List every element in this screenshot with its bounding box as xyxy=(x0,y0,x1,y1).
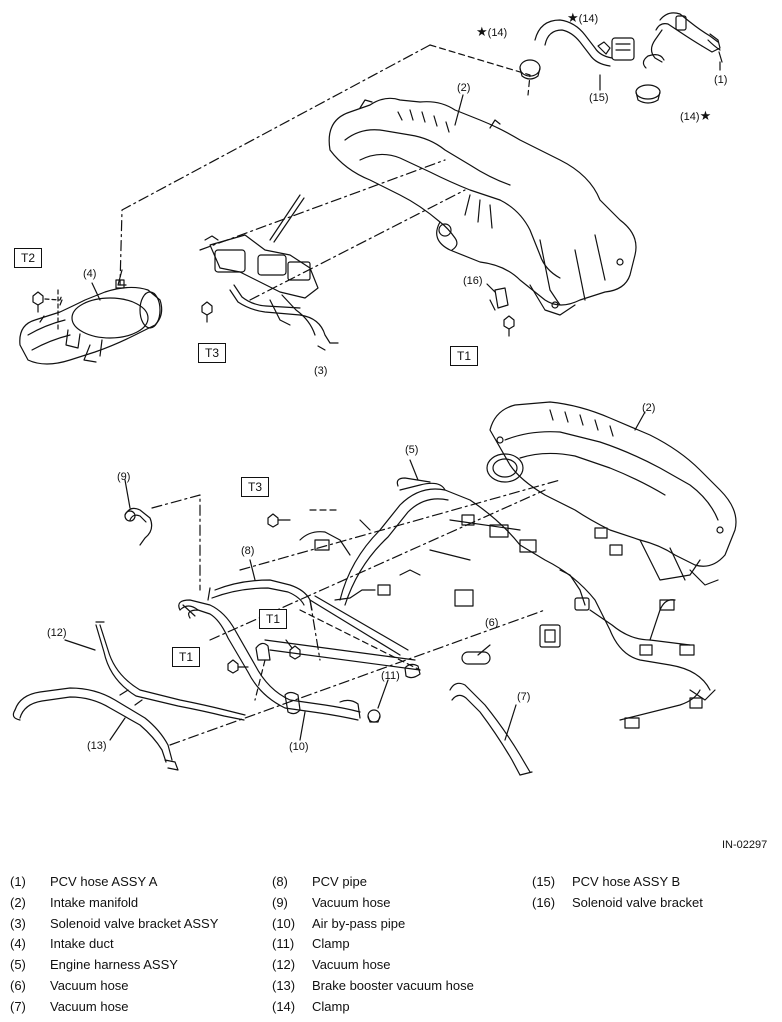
clamp-11 xyxy=(367,663,421,723)
legend-item: (1)PCV hose ASSY A xyxy=(10,874,158,889)
legend-item: (13)Brake booster vacuum hose xyxy=(272,977,474,993)
solenoid-valve-bracket xyxy=(489,287,509,311)
engine-harness-assy xyxy=(299,477,716,729)
callout-16: (16) xyxy=(463,275,483,287)
star-mark: ★ xyxy=(476,24,488,39)
legend-item: (8)PCV pipe xyxy=(272,874,367,889)
solenoid-valve-bracket-assy xyxy=(204,194,339,344)
legend-item: (15)PCV hose ASSY B xyxy=(532,874,681,889)
legend-item: (2)Intake manifold xyxy=(10,894,139,910)
callout-12: (12) xyxy=(47,627,67,639)
air-bypass-pipe xyxy=(178,599,361,721)
exploded-parts-diagram: (1) (2) (3) (4) (5) (6) (7) (8) (9) (10)… xyxy=(12,10,768,851)
vacuum-hose-7 xyxy=(449,682,533,776)
callout-14-b: ★(14) xyxy=(567,10,599,25)
leader-c2-top xyxy=(454,94,464,126)
legend-item: (16)Solenoid valve bracket xyxy=(532,894,703,910)
callout-15: (15) xyxy=(589,92,609,104)
torque-box-t3-top: T3 xyxy=(198,343,227,363)
leader-top-right xyxy=(429,44,531,96)
callout-2-bottom: (2) xyxy=(642,402,656,414)
legend-item: (4)Intake duct xyxy=(10,936,114,952)
parts-legend: (1)PCV hose ASSY A (2)Intake manifold (3… xyxy=(0,872,782,1022)
callout-7: (7) xyxy=(517,691,531,703)
intake-manifold-top xyxy=(328,97,637,316)
torque-box-t3-bottom: T3 xyxy=(241,477,270,497)
diagram-drawing xyxy=(12,12,737,776)
intake-manifold-bottom xyxy=(486,401,737,586)
callout-11: (11) xyxy=(381,670,400,682)
bolt-t3-top xyxy=(201,301,213,323)
callout-4: (4) xyxy=(83,268,97,280)
callout-3: (3) xyxy=(314,365,328,377)
legend-item: (11)Clamp xyxy=(272,936,350,952)
legend-column-2: (8)PCV pipe (9)Vacuum hose (10)Air by-pa… xyxy=(272,872,474,1018)
legend-column-3: (15)PCV hose ASSY B (16)Solenoid valve b… xyxy=(532,872,703,914)
callout-6: (6) xyxy=(485,617,499,629)
legend-item: (10)Air by-pass pipe xyxy=(272,915,406,931)
legend-item: (12)Vacuum hose xyxy=(272,957,391,973)
callout-9: (9) xyxy=(117,471,131,483)
pcv-pipe xyxy=(207,579,313,611)
bolt-t2 xyxy=(32,289,63,331)
bolt-t3-bottom xyxy=(267,513,291,528)
torque-box-t1-left: T1 xyxy=(172,647,201,667)
callout-14-a: ★(14) xyxy=(476,24,508,39)
legend-item: (3)Solenoid valve bracket ASSY xyxy=(10,915,219,931)
callout-2-top: (2) xyxy=(457,82,471,94)
star-mark: ★ xyxy=(567,10,579,25)
pcv-hose-assy-b xyxy=(534,19,635,67)
callout-10: (10) xyxy=(289,741,309,753)
legend-item: (14)Clamp xyxy=(272,998,350,1014)
bolt-t1-top xyxy=(503,315,515,337)
legend-item: (7)Vacuum hose xyxy=(10,998,129,1014)
leader-top-left xyxy=(119,44,431,286)
legend-column-1: (1)PCV hose ASSY A (2)Intake manifold (3… xyxy=(10,872,218,1018)
pcv-hose-assy-a xyxy=(650,12,723,63)
legend-item: (5)Engine harness ASSY xyxy=(10,957,178,973)
callout-1: (1) xyxy=(714,74,728,86)
legend-item: (9)Vacuum hose xyxy=(272,894,391,910)
intake-duct xyxy=(19,269,163,365)
torque-box-t1-mid: T1 xyxy=(259,609,288,629)
torque-box-t2: T2 xyxy=(14,248,43,268)
bolt-t1-mid xyxy=(285,639,301,660)
callout-13: (13) xyxy=(87,740,107,752)
figure-id: IN-02297 xyxy=(722,839,768,851)
brake-booster-vacuum-hose xyxy=(12,687,179,771)
callout-8: (8) xyxy=(241,545,255,557)
vacuum-hose-9 xyxy=(124,507,153,546)
callout-5: (5) xyxy=(405,444,419,456)
vacuum-hose-6 xyxy=(461,651,491,665)
vacuum-hose-12 xyxy=(95,621,246,721)
bolt-t1-left xyxy=(227,659,249,674)
torque-box-t1-top: T1 xyxy=(450,346,479,366)
legend-item: (6)Vacuum hose xyxy=(10,977,129,993)
star-mark: ★ xyxy=(699,108,712,123)
callout-14-c: (14)★ xyxy=(680,108,712,123)
